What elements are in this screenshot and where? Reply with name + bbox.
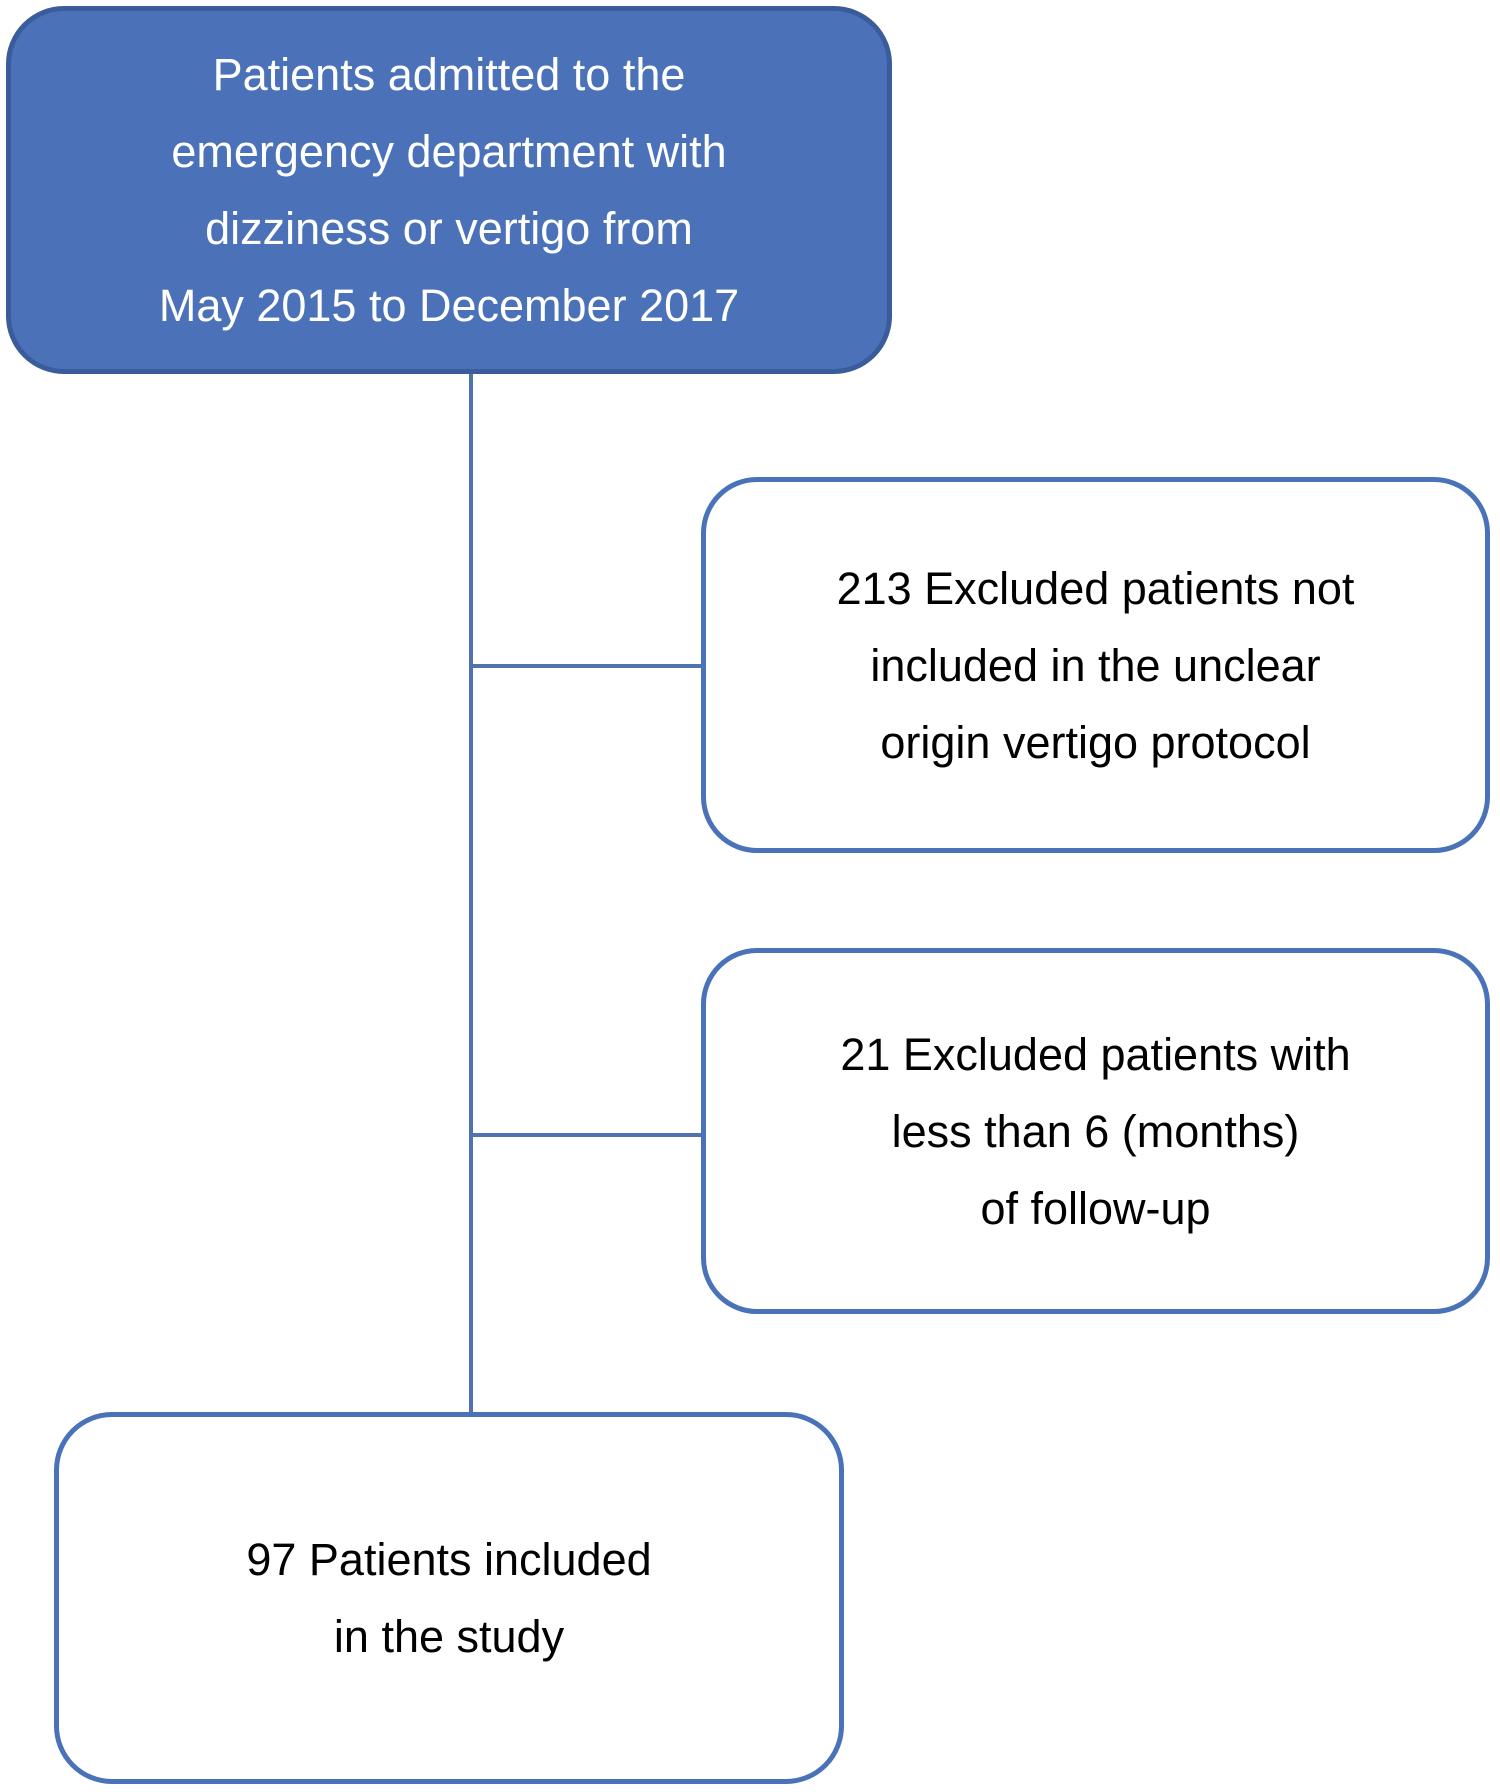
connector-main-vertical-line [469,373,473,1414]
connector-branch-excluded-protocol [471,664,703,668]
node-admitted-patients: Patients admitted to the emergency depar… [6,6,892,374]
node-excluded-protocol-text-line: 213 Excluded patients not [836,562,1355,614]
node-excluded-followup-text-line: of follow-up [980,1182,1211,1234]
node-excluded-protocol-text-line: origin vertigo protocol [880,716,1311,768]
node-included-patients-text-line: 97 Patients included [246,1534,652,1585]
node-excluded-protocol: 213 Excluded patients not included in th… [701,477,1490,853]
node-excluded-followup: 21 Excluded patients with less than 6 (m… [701,948,1490,1314]
node-included-patients-text-line: in the study [333,1611,565,1662]
node-admitted-patients-text-line: Patients admitted to the [212,49,686,100]
node-excluded-followup-text-line: less than 6 (months) [891,1105,1300,1157]
node-included-patients: 97 Patients included in the study [54,1412,844,1784]
node-admitted-patients-text-line: dizziness or vertigo from [205,203,693,254]
node-admitted-patients-text-line: May 2015 to December 2017 [158,280,740,331]
connector-branch-excluded-followup [471,1133,703,1137]
node-excluded-followup-text-line: 21 Excluded patients with [840,1028,1351,1080]
node-excluded-protocol-text-line: included in the unclear [870,639,1321,691]
node-admitted-patients-text-line: emergency department with [171,126,727,177]
